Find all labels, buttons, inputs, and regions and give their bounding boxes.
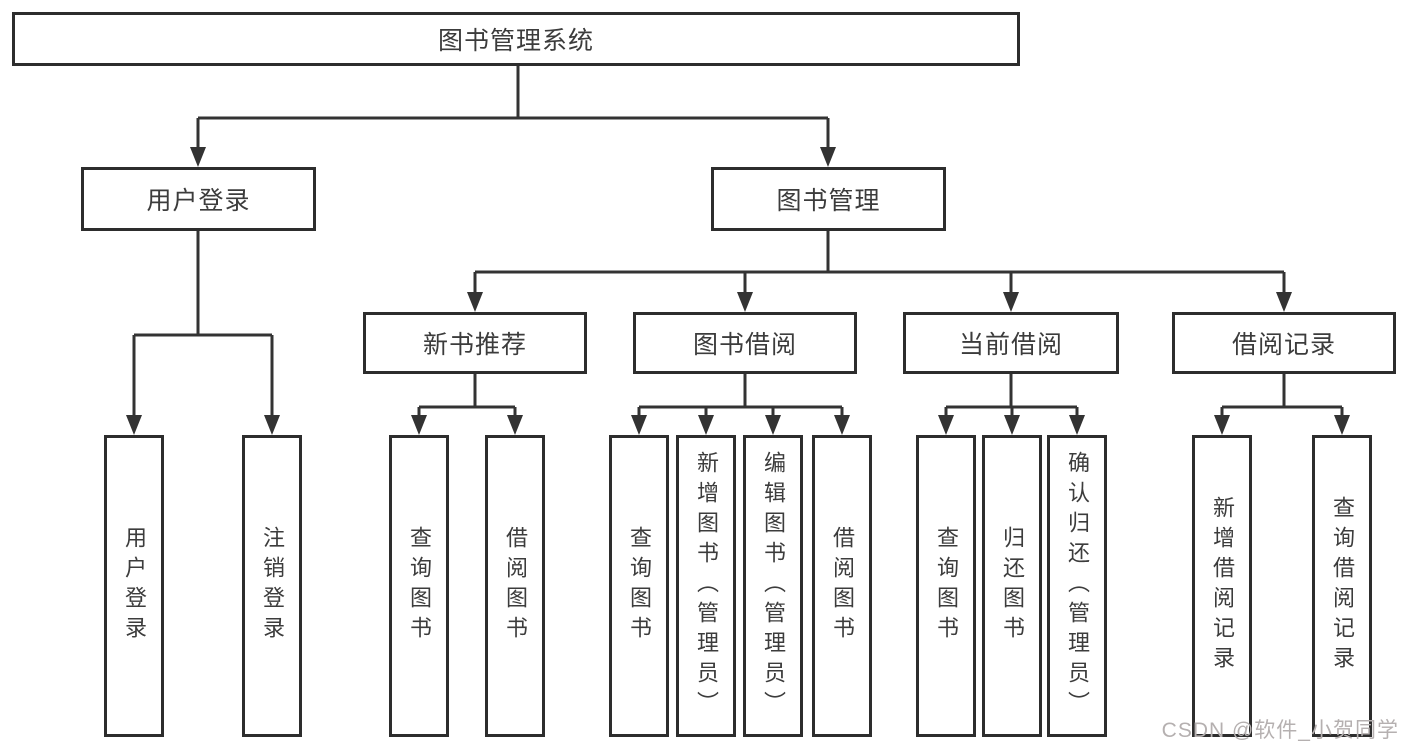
leaf-query-books-3: 查询图书 xyxy=(916,435,976,737)
node-current-borrow: 当前借阅 xyxy=(903,312,1119,374)
node-label: 查询借阅记录 xyxy=(1330,496,1355,676)
leaf-borrow-books-2: 借阅图书 xyxy=(812,435,872,737)
node-label: 注销登录 xyxy=(260,526,285,646)
leaf-edit-book-admin: 编辑图书（管理员） xyxy=(743,435,803,737)
node-label: 新增借阅记录 xyxy=(1210,496,1235,676)
node-label: 图书管理系统 xyxy=(437,27,594,55)
node-label: 当前借阅 xyxy=(958,331,1063,359)
node-label: 查询图书 xyxy=(627,526,652,646)
leaf-query-books-1: 查询图书 xyxy=(389,435,449,737)
leaf-user-login: 用户登录 xyxy=(104,435,164,737)
node-new-book-recommend: 新书推荐 xyxy=(363,312,587,374)
node-user-login-branch: 用户登录 xyxy=(81,167,316,231)
node-label: 查询图书 xyxy=(934,526,959,646)
leaf-add-borrow-record: 新增借阅记录 xyxy=(1192,435,1252,737)
node-label: 图书借阅 xyxy=(692,331,797,359)
leaf-query-books-2: 查询图书 xyxy=(609,435,669,737)
node-label: 图书管理 xyxy=(776,187,881,215)
leaf-logout: 注销登录 xyxy=(242,435,302,737)
node-label: 新增图书（管理员） xyxy=(694,451,719,721)
leaf-return-book: 归还图书 xyxy=(982,435,1042,737)
leaf-borrow-books-1: 借阅图书 xyxy=(485,435,545,737)
node-borrow-records: 借阅记录 xyxy=(1172,312,1396,374)
node-label: 借阅记录 xyxy=(1231,331,1336,359)
node-root: 图书管理系统 xyxy=(12,12,1020,66)
node-label: 借阅图书 xyxy=(830,526,855,646)
node-book-management-branch: 图书管理 xyxy=(711,167,946,231)
leaf-query-borrow-record: 查询借阅记录 xyxy=(1312,435,1372,737)
node-label: 用户登录 xyxy=(146,187,251,215)
node-label: 归还图书 xyxy=(1000,526,1025,646)
node-label: 查询图书 xyxy=(407,526,432,646)
watermark: CSDN @软件_小贺同学 xyxy=(1161,719,1399,742)
node-book-borrow: 图书借阅 xyxy=(633,312,857,374)
node-label: 新书推荐 xyxy=(422,331,527,359)
leaf-confirm-return-admin: 确认归还（管理员） xyxy=(1047,435,1107,737)
node-label: 用户登录 xyxy=(122,526,147,646)
node-label: 编辑图书（管理员） xyxy=(761,451,786,721)
leaf-add-book-admin: 新增图书（管理员） xyxy=(676,435,736,737)
node-label: 确认归还（管理员） xyxy=(1065,451,1090,721)
node-label: 借阅图书 xyxy=(503,526,528,646)
